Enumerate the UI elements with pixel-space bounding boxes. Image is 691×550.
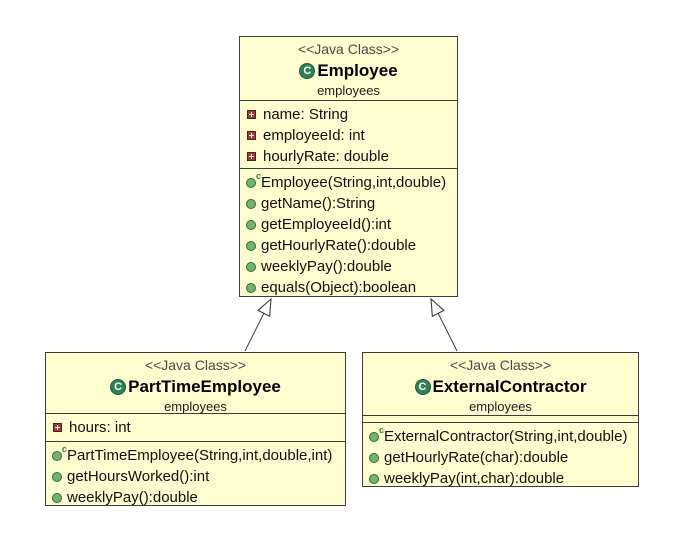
operation-row[interactable]: getEmployeeId():int (240, 214, 457, 235)
generalization-arrow-externalcontractor-to-employee[interactable] (430, 297, 458, 352)
operation-label: ExternalContractor(String,int,double) (384, 428, 628, 445)
attributes-compartment: name: String employeeId: int hourlyRate:… (240, 101, 457, 169)
stereotype-label: <<Java Class>> (449, 357, 552, 373)
class-header: <<Java Class>> C Employee employees (240, 37, 457, 101)
public-method-icon (246, 282, 256, 293)
attribute-row[interactable]: name: String (240, 104, 457, 125)
operation-row[interactable]: weeklyPay():double (46, 487, 345, 508)
operation-label: getHourlyRate():double (261, 237, 417, 254)
class-name-row: C Employee (240, 59, 457, 82)
class-name-row: C PartTimeEmployee (46, 375, 345, 398)
class-box-parttimeemployee[interactable]: <<Java Class>> C PartTimeEmployee employ… (45, 352, 346, 506)
attributes-compartment: hours: int (46, 414, 345, 442)
operation-label: weeklyPay():double (67, 489, 198, 506)
operation-row[interactable]: getHourlyRate():double (240, 235, 457, 256)
public-method-icon (52, 471, 62, 482)
constructor-icon: c (369, 425, 384, 442)
public-method-icon (369, 473, 379, 484)
package-name: employees (317, 83, 380, 98)
class-box-employee[interactable]: <<Java Class>> C Employee employees name… (239, 36, 458, 297)
operation-row[interactable]: c Employee(String,int,double) (240, 171, 457, 193)
generalization-arrow-parttimeemployee-to-employee[interactable] (244, 297, 272, 352)
operation-label: getEmployeeId():int (261, 216, 392, 233)
public-method-icon (246, 261, 256, 272)
operation-label: getName():String (261, 195, 376, 212)
class-icon: C (110, 378, 127, 395)
class-box-externalcontractor[interactable]: <<Java Class>> C ExternalContractor empl… (362, 352, 639, 487)
operation-label: getHourlyRate(char):double (384, 449, 569, 466)
operation-row[interactable]: weeklyPay():double (240, 256, 457, 277)
operation-row[interactable]: getName():String (240, 193, 457, 214)
constructor-icon: c (52, 444, 67, 461)
private-field-icon (53, 423, 62, 432)
class-name: PartTimeEmployee (128, 377, 281, 396)
class-name-row: C ExternalContractor (363, 375, 638, 398)
operation-row[interactable]: getHoursWorked():int (46, 466, 345, 487)
constructor-icon: c (246, 171, 261, 188)
attribute-label: hourlyRate: double (263, 148, 389, 165)
stereotype-label: <<Java Class>> (144, 357, 247, 373)
operation-row[interactable]: c PartTimeEmployee(String,int,double,int… (46, 444, 345, 466)
attribute-label: employeeId: int (263, 127, 365, 144)
class-name: ExternalContractor (432, 377, 587, 396)
attribute-row[interactable]: hours: int (46, 417, 345, 438)
public-method-icon (369, 452, 379, 463)
operation-label: getHoursWorked():int (67, 468, 210, 485)
operation-label: Employee(String,int,double) (261, 174, 447, 191)
operation-row[interactable]: equals(Object):boolean (240, 277, 457, 298)
class-icon: C (414, 378, 431, 395)
package-name: employees (164, 399, 227, 414)
operations-compartment: c ExternalContractor(String,int,double) … (363, 423, 638, 489)
public-method-icon (246, 219, 256, 230)
operation-row[interactable]: weeklyPay(int,char):double (363, 468, 638, 489)
attribute-row[interactable]: employeeId: int (240, 125, 457, 146)
operation-label: weeklyPay(int,char):double (384, 470, 565, 487)
operations-compartment: c Employee(String,int,double) getName():… (240, 169, 457, 298)
public-method-icon (52, 492, 62, 503)
private-field-icon (247, 152, 256, 161)
stereotype-label: <<Java Class>> (297, 41, 400, 57)
class-name: Employee (317, 61, 398, 80)
class-header: <<Java Class>> C ExternalContractor empl… (363, 353, 638, 416)
private-field-icon (247, 110, 256, 119)
attribute-label: name: String (263, 106, 349, 123)
public-method-icon (246, 240, 256, 251)
operation-label: equals(Object):boolean (261, 279, 417, 296)
attribute-label: hours: int (69, 419, 131, 436)
operation-label: PartTimeEmployee(String,int,double,int) (67, 447, 333, 464)
public-method-icon (246, 198, 256, 209)
private-field-icon (247, 131, 256, 140)
class-header: <<Java Class>> C PartTimeEmployee employ… (46, 353, 345, 414)
operation-row[interactable]: getHourlyRate(char):double (363, 447, 638, 468)
package-name: employees (469, 399, 532, 414)
attributes-compartment-empty (363, 416, 638, 423)
operation-row[interactable]: c ExternalContractor(String,int,double) (363, 425, 638, 447)
class-icon: C (299, 62, 316, 79)
attribute-row[interactable]: hourlyRate: double (240, 146, 457, 167)
operation-label: weeklyPay():double (261, 258, 392, 275)
operations-compartment: c PartTimeEmployee(String,int,double,int… (46, 442, 345, 508)
